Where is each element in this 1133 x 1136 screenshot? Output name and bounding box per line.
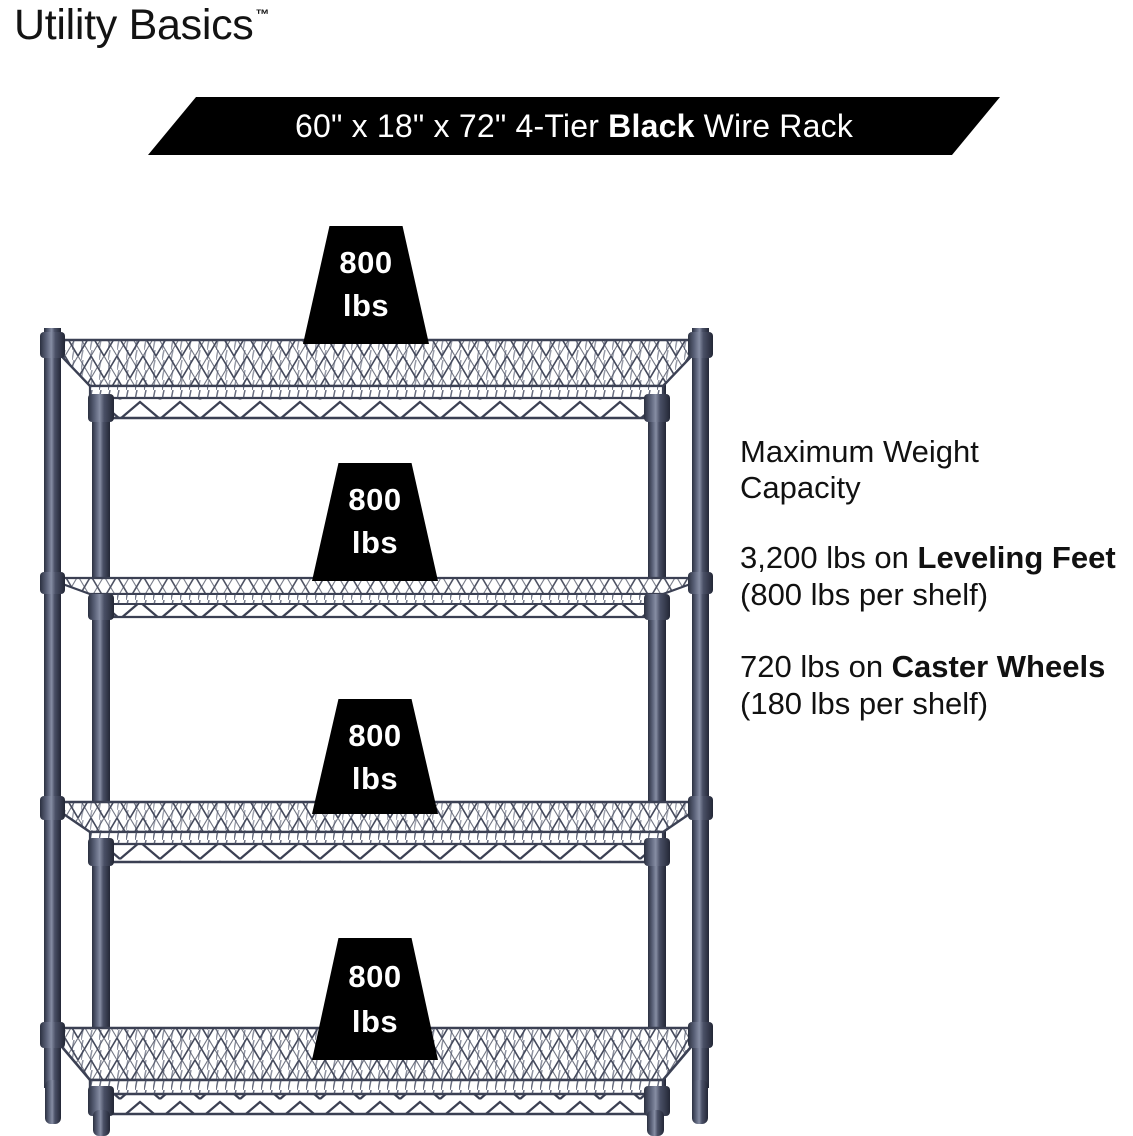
leveling-tail: (800 lbs per shelf) [740, 577, 989, 613]
load-badge-tier-1: 800 lbs [303, 226, 429, 344]
front-left-post [92, 366, 110, 1100]
badge-value: 800 [348, 718, 402, 753]
brand-name: Utility Basics [14, 1, 254, 49]
brand-logo: Utility Basics ™ [14, 4, 270, 47]
product-title-text: 60" x 18" x 72" 4-Tier Black Wire Rack [295, 108, 853, 145]
rear-right-post [692, 328, 709, 1088]
title-prefix: 60" x 18" x 72" 4-Tier [294, 107, 609, 144]
weight-capacity-callout: Maximum Weight Capacity 3,200 lbs on Lev… [740, 434, 1125, 722]
badge-trapezoid-shape [312, 938, 438, 1060]
rear-left-post [44, 328, 61, 1088]
badge-trapezoid-shape [312, 699, 438, 814]
front-right-post [648, 366, 666, 1100]
badge-unit: lbs [351, 761, 399, 797]
leveling-emphasis: Leveling Feet [917, 540, 1116, 576]
caster-wheels-capacity: 720 lbs on Caster Wheels (180 lbs per sh… [740, 648, 1125, 722]
badge-value: 800 [339, 245, 393, 280]
product-title-banner: 60" x 18" x 72" 4-Tier Black Wire Rack [148, 97, 1000, 155]
spacer [740, 614, 1125, 648]
shelf-tier-1 [40, 332, 713, 422]
shelf-tier-2 [40, 572, 713, 620]
badge-unit: lbs [351, 525, 399, 561]
title-suffix: Wire Rack [694, 107, 854, 144]
spacer [740, 505, 1125, 539]
leveling-feet [45, 1080, 708, 1136]
badge-value: 800 [348, 959, 402, 994]
badge-unit: lbs [342, 288, 390, 324]
caster-tail: (180 lbs per shelf) [740, 685, 989, 721]
caster-lead: 720 lbs on [740, 648, 892, 684]
title-emphasis: Black [608, 107, 695, 144]
badge-trapezoid-shape [312, 463, 438, 581]
callout-heading-line-2: Capacity [740, 469, 861, 505]
leveling-feet-capacity: 3,200 lbs on Leveling Feet (800 lbs per … [740, 539, 1125, 613]
callout-heading-line-1: Maximum Weight [740, 434, 979, 469]
caster-emphasis: Caster Wheels [891, 648, 1106, 684]
badge-unit: lbs [351, 1004, 399, 1040]
load-badge-tier-2: 800 lbs [312, 463, 438, 581]
leveling-lead: 3,200 lbs on [740, 540, 918, 576]
callout-heading: Maximum Weight Capacity [740, 434, 1125, 505]
shelf-tier-3 [40, 796, 713, 866]
trademark-symbol: ™ [255, 6, 270, 22]
load-badge-tier-3: 800 lbs [312, 699, 438, 814]
badge-value: 800 [348, 482, 402, 517]
badge-trapezoid-shape [303, 226, 429, 344]
load-badge-tier-4: 800 lbs [312, 938, 438, 1060]
wire-rack-illustration [0, 180, 740, 1136]
